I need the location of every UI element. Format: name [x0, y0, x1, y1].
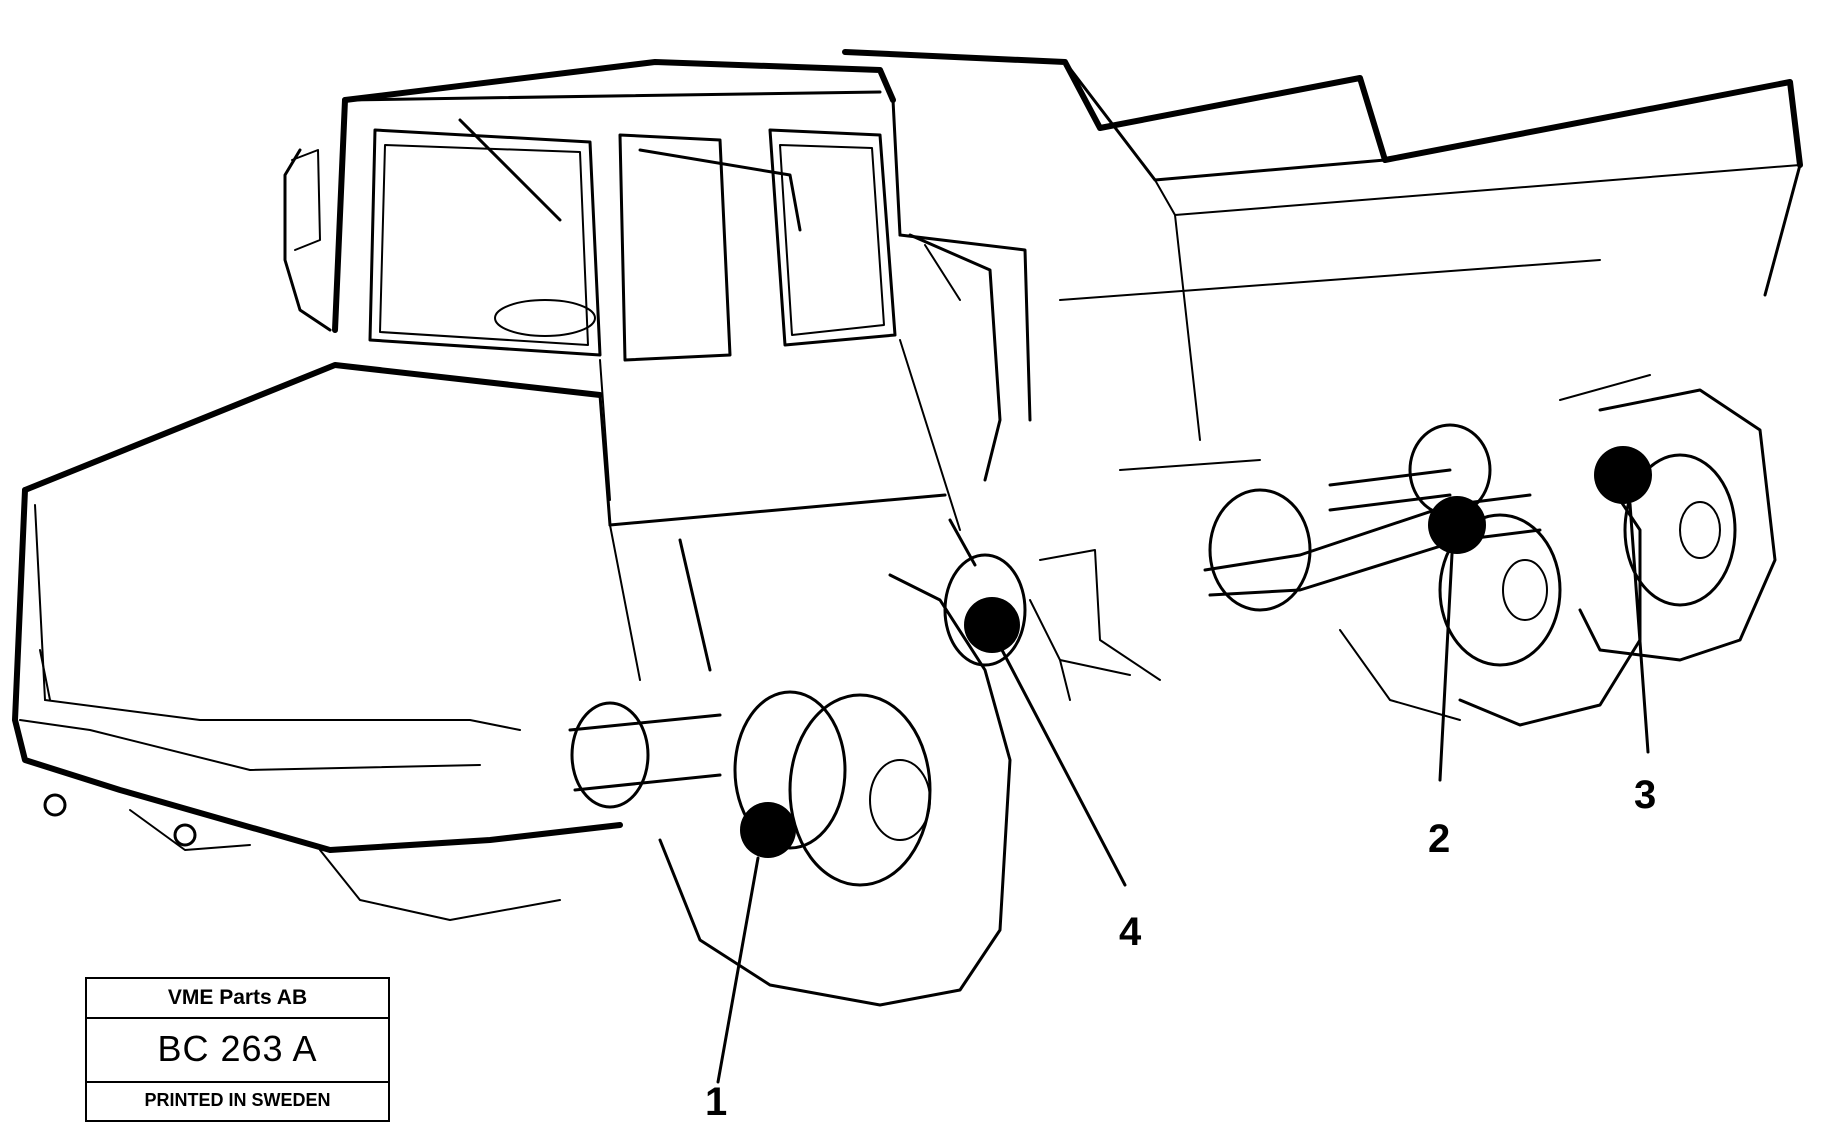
callout-2: 2	[1428, 496, 1486, 861]
mid-wheel	[943, 518, 1131, 701]
callout-4-label: 4	[1119, 910, 1142, 954]
callout-3-marker	[1594, 446, 1652, 504]
hood	[12, 362, 947, 853]
callout-1-marker	[740, 802, 796, 858]
callout-1-label: 1	[705, 1080, 727, 1123]
cab	[283, 59, 1032, 531]
dump-body	[842, 49, 1803, 681]
callout-3-label: 3	[1634, 773, 1656, 817]
company-name: VME Parts AB	[87, 979, 388, 1019]
callout-4: 4	[964, 597, 1142, 954]
callout-3: 3	[1594, 446, 1656, 817]
callout-2-marker	[1428, 496, 1486, 554]
callout-1: 1	[705, 802, 796, 1123]
callout-4-marker	[964, 597, 1020, 653]
front-axle	[319, 573, 1012, 1007]
drawing-code: BC 263 A	[87, 1017, 388, 1083]
rear-bogie	[1203, 374, 1777, 727]
printed-note: PRINTED IN SWEDEN	[144, 1090, 331, 1110]
callout-2-label: 2	[1428, 817, 1450, 861]
title-block: VME Parts AB BC 263 A PRINTED IN SWEDEN	[85, 977, 390, 1122]
